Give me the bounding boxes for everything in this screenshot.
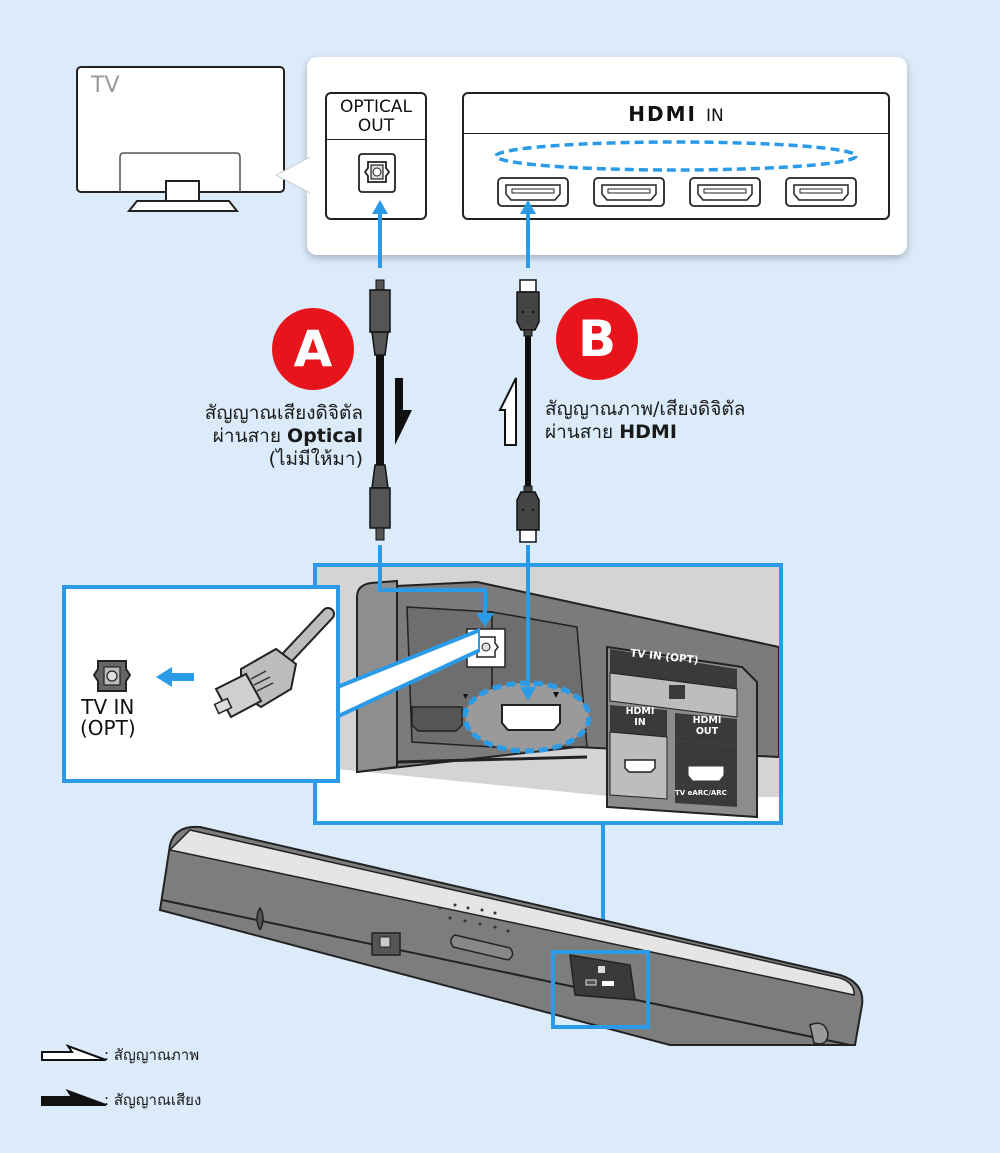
hdmi-logo: HDMI xyxy=(628,102,697,126)
hdmi-cable xyxy=(516,279,540,543)
hdmi-port-2 xyxy=(593,177,665,207)
inset-port-label: TV IN(OPT) xyxy=(80,695,136,740)
hdmi-port-1 xyxy=(497,177,569,207)
tv-icon xyxy=(76,66,285,212)
legend: : สัญญาณภาพ : สัญญาณเสียง xyxy=(40,1038,340,1128)
badge-b: B xyxy=(556,298,638,380)
optical-plug-icon xyxy=(213,647,298,719)
hollow-arrow-icon xyxy=(41,1044,107,1061)
soundbar-hdmi-out-port xyxy=(501,704,561,731)
soundbar-port-highlight xyxy=(551,950,650,1029)
control-buttons xyxy=(438,903,510,933)
closeup-connection-lines xyxy=(378,563,536,701)
audio-signal-arrow-icon xyxy=(395,378,412,445)
badge-a: A xyxy=(272,308,354,390)
solid-arrow-icon xyxy=(41,1089,107,1106)
optical-connection-label: สัญญาณเสียงดิจิตัล ผ่านสาย Optical (ไม่ม… xyxy=(204,402,363,470)
hdmi-in-label: IN xyxy=(706,106,724,126)
hdmi-connection-label: สัญญาณภาพ/เสียงดิจิตัล ผ่านสาย HDMI xyxy=(545,398,746,443)
legend-item-audio: : สัญญาณเสียง xyxy=(40,1083,340,1113)
optical-port-icon[interactable] xyxy=(327,140,427,218)
hdmi-port-3 xyxy=(689,177,761,207)
panel-earc-label: TV eARC/ARC xyxy=(675,789,727,797)
legend-label-video: : สัญญาณภาพ xyxy=(104,1046,200,1064)
inset-illustration xyxy=(92,607,335,719)
inset-optical-detail: TV IN(OPT) xyxy=(62,585,340,783)
soundbar-rear-panel xyxy=(317,567,779,819)
closeup-leader-line xyxy=(601,825,605,950)
legend-item-video: : สัญญาณภาพ xyxy=(40,1038,340,1068)
legend-label-audio: : สัญญาณเสียง xyxy=(104,1091,202,1109)
tv-port-panel xyxy=(307,57,907,255)
tv-illustration: TV xyxy=(75,65,295,215)
hdmi-highlight-ellipse xyxy=(494,140,858,172)
tv-label: TV xyxy=(91,73,120,98)
hdmi-in-header: HDMI IN xyxy=(464,94,888,134)
callout-pointer xyxy=(274,156,311,194)
wall-mount-hole xyxy=(256,906,264,931)
tv-in-opt-port-icon xyxy=(92,660,132,692)
hdmi-in-box: HDMI IN xyxy=(462,92,890,220)
hdmi-ports xyxy=(494,140,858,207)
insert-arrow-icon xyxy=(156,667,194,687)
video-signal-arrow-icon xyxy=(498,377,517,446)
soundbar-illustration xyxy=(158,825,864,1046)
optical-cable xyxy=(369,279,391,541)
hdmi-port-4 xyxy=(785,177,857,207)
